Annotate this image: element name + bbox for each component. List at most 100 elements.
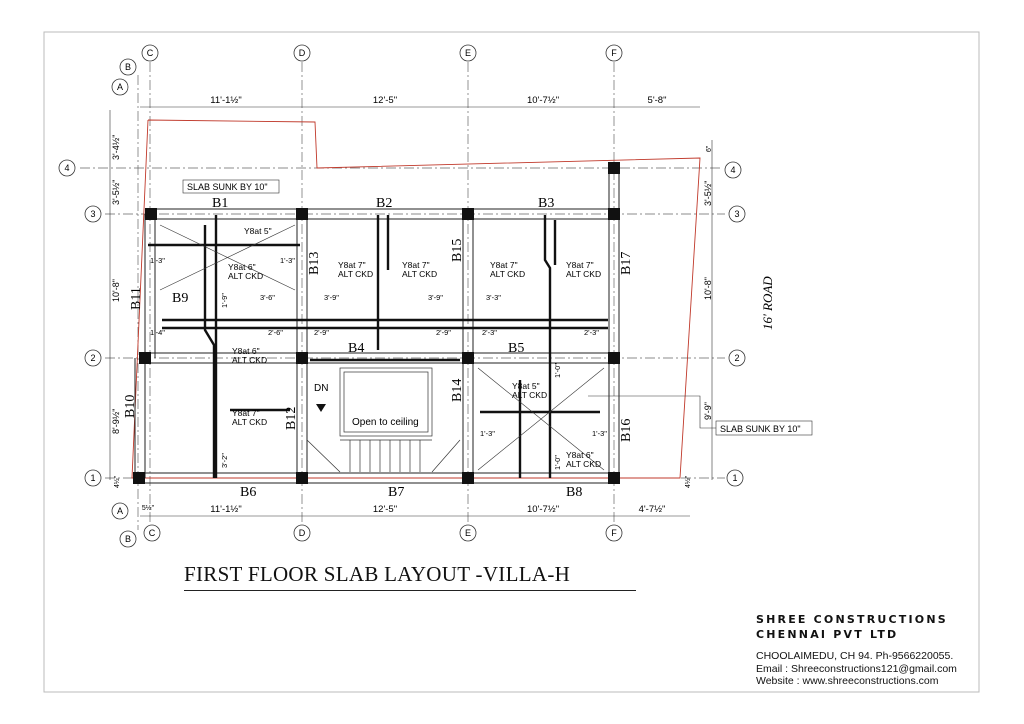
grid-bubble-labels: B A C D E F A B C D E F 4 3 2 1 4 3 2 1 xyxy=(64,48,739,544)
left-dim-3: 10'-8" xyxy=(111,279,121,302)
beam-b9: B9 xyxy=(172,291,188,306)
small-dim-3-9-b: 3'-9" xyxy=(428,293,443,302)
slab-sunk-label-top: SLAB SUNK BY 10" xyxy=(187,182,268,192)
right-dim-4: 9'-9" xyxy=(703,402,713,420)
small-dim-1-4: 1'-4" xyxy=(150,328,165,337)
bottom-dim-1: 11'-1½" xyxy=(210,504,241,515)
note-y8-5: Y8at 5" xyxy=(244,226,272,236)
grid-bubbles xyxy=(58,44,746,548)
small-dim-1-3-c: 1'-3" xyxy=(480,429,495,438)
note-alt-f: ALT CKD xyxy=(232,355,267,365)
bottom-left-small-dim: 5½" xyxy=(142,504,155,512)
small-dim-1-0-a: 1'-0" xyxy=(553,363,562,378)
company-name-line1: SHREE CONSTRUCTIONS xyxy=(756,613,948,626)
small-dim-1-3-a: 1'-3" xyxy=(150,256,165,265)
grid-label-4-right: 4 xyxy=(730,165,735,175)
open-to-ceiling-label: Open to ceiling xyxy=(352,417,419,428)
beam-b2: B2 xyxy=(376,196,392,211)
grid-label-f-bottom: F xyxy=(611,528,617,538)
company-address: CHOOLAIMEDU, CH 94. Ph-9566220055. xyxy=(756,650,954,662)
slab-sunk-box-top xyxy=(182,179,280,194)
beam-b5: B5 xyxy=(508,341,524,356)
note-y8-7-b: Y8at 7" xyxy=(402,260,430,270)
note-y8-6-a: Y8at 6" xyxy=(228,262,256,272)
beam-b7: B7 xyxy=(388,485,404,500)
beam-b17: B17 xyxy=(619,252,634,275)
bottom-dim-3: 10'-7½" xyxy=(527,504,559,515)
drawing-title: FIRST FLOOR SLAB LAYOUT -VILLA-H xyxy=(184,562,571,586)
note-y8-6-b: Y8at 6" xyxy=(232,346,260,356)
company-contact: CHOOLAIMEDU, CH 94. Ph-9566220055. Email… xyxy=(756,650,957,688)
note-alt-d: ALT CKD xyxy=(490,269,525,279)
right-dim-3: 10'-8" xyxy=(703,277,713,300)
grid-label-e-bottom: E xyxy=(465,528,471,538)
small-dim-3-6: 3'-6" xyxy=(260,293,275,302)
grid-label-4-left: 4 xyxy=(64,163,69,173)
beam-labels: B1 B2 B3 B4 B5 B6 B7 B8 B9 B10 B11 B12 B… xyxy=(123,196,634,500)
company-email: Email : Shreeconstructions121@gmail.com xyxy=(756,662,957,675)
company-website: Website : www.shreeconstructions.com xyxy=(756,675,939,687)
top-dim-4: 5'-8" xyxy=(648,95,667,106)
beam-b4: B4 xyxy=(348,341,364,356)
note-y8-5-b: Y8at 5" xyxy=(512,381,540,391)
small-dim-3-3: 3'-3" xyxy=(486,293,501,302)
grid-label-d-top: D xyxy=(299,48,306,58)
note-alt-e: ALT CKD xyxy=(566,269,601,279)
vertical-dimension-labels: 3'-4½" 3'-5½" 10'-8" 8'-9½" 4½" 6" 3'-5½… xyxy=(111,135,713,488)
grid-label-b-top: B xyxy=(125,62,131,72)
plot-boundary xyxy=(131,119,701,479)
right-dim-5: 4½" xyxy=(684,475,692,488)
note-alt-h: ALT CKD xyxy=(232,417,267,427)
grid-label-a-bottom: A xyxy=(117,506,123,516)
small-dim-3-2: 3'-2" xyxy=(220,453,229,468)
sheet-border xyxy=(43,31,980,693)
small-dim-1-9: 1'-9" xyxy=(220,293,229,308)
bottom-dim-2: 12'-5" xyxy=(373,504,397,515)
grid-label-c-bottom: C xyxy=(149,528,156,538)
beam-b16: B16 xyxy=(619,419,634,442)
left-dim-4: 8'-9½" xyxy=(111,409,121,434)
grid-label-2-left: 2 xyxy=(90,353,95,363)
bottom-dim-4: 4'-7½" xyxy=(639,504,666,515)
beam-b6: B6 xyxy=(240,485,256,500)
slab-diagonals xyxy=(159,224,605,471)
note-alt-i: ALT CKD xyxy=(566,459,601,469)
beam-b8: B8 xyxy=(566,485,582,500)
company-name: SHREE CONSTRUCTIONS CHENNAI PVT LTD xyxy=(756,612,948,642)
beam-b14: B14 xyxy=(450,379,465,402)
grid-label-f-top: F xyxy=(611,48,617,58)
rebar-bars xyxy=(148,215,608,478)
grid-label-d-bottom: D xyxy=(299,528,306,538)
road-label: 16' ROAD xyxy=(760,276,775,330)
small-dim-1-0-b: 1'-0" xyxy=(553,455,562,470)
dimension-lines xyxy=(109,106,713,517)
small-dim-1-3-b: 1'-3" xyxy=(280,256,295,265)
grid-label-b-bottom: B xyxy=(125,534,131,544)
grid-label-3-left: 3 xyxy=(90,209,95,219)
beam-b13: B13 xyxy=(307,252,322,275)
note-alt-g: ALT CKD xyxy=(512,390,547,400)
note-alt-a: ALT CKD xyxy=(228,271,263,281)
small-dim-2-3-a: 2'-3" xyxy=(482,328,497,337)
beam-b3: B3 xyxy=(538,196,554,211)
note-alt-b: ALT CKD xyxy=(338,269,373,279)
small-dim-1-3-d: 1'-3" xyxy=(592,429,607,438)
small-dim-2-9-b: 2'-9" xyxy=(436,328,451,337)
left-dim-2: 3'-5½" xyxy=(111,180,121,205)
right-dim-1: 6" xyxy=(706,145,713,152)
beam-b1: B1 xyxy=(212,196,228,211)
top-dim-1: 11'-1½" xyxy=(210,95,241,106)
note-y8-6-c: Y8at 6" xyxy=(566,450,594,460)
small-dim-2-9-a: 2'-9" xyxy=(314,328,329,337)
grid-label-a-top: A xyxy=(117,82,123,92)
grid-label-3-right: 3 xyxy=(734,209,739,219)
beam-b10: B10 xyxy=(123,395,138,418)
grid-label-c-top: C xyxy=(147,48,154,58)
right-dim-2: 3'-5½" xyxy=(703,181,713,206)
dn-arrow-icon xyxy=(316,404,326,412)
grid-label-1-right: 1 xyxy=(732,473,737,483)
dn-label: DN xyxy=(314,383,328,394)
staircase xyxy=(306,367,461,473)
grid-label-1-left: 1 xyxy=(90,473,95,483)
